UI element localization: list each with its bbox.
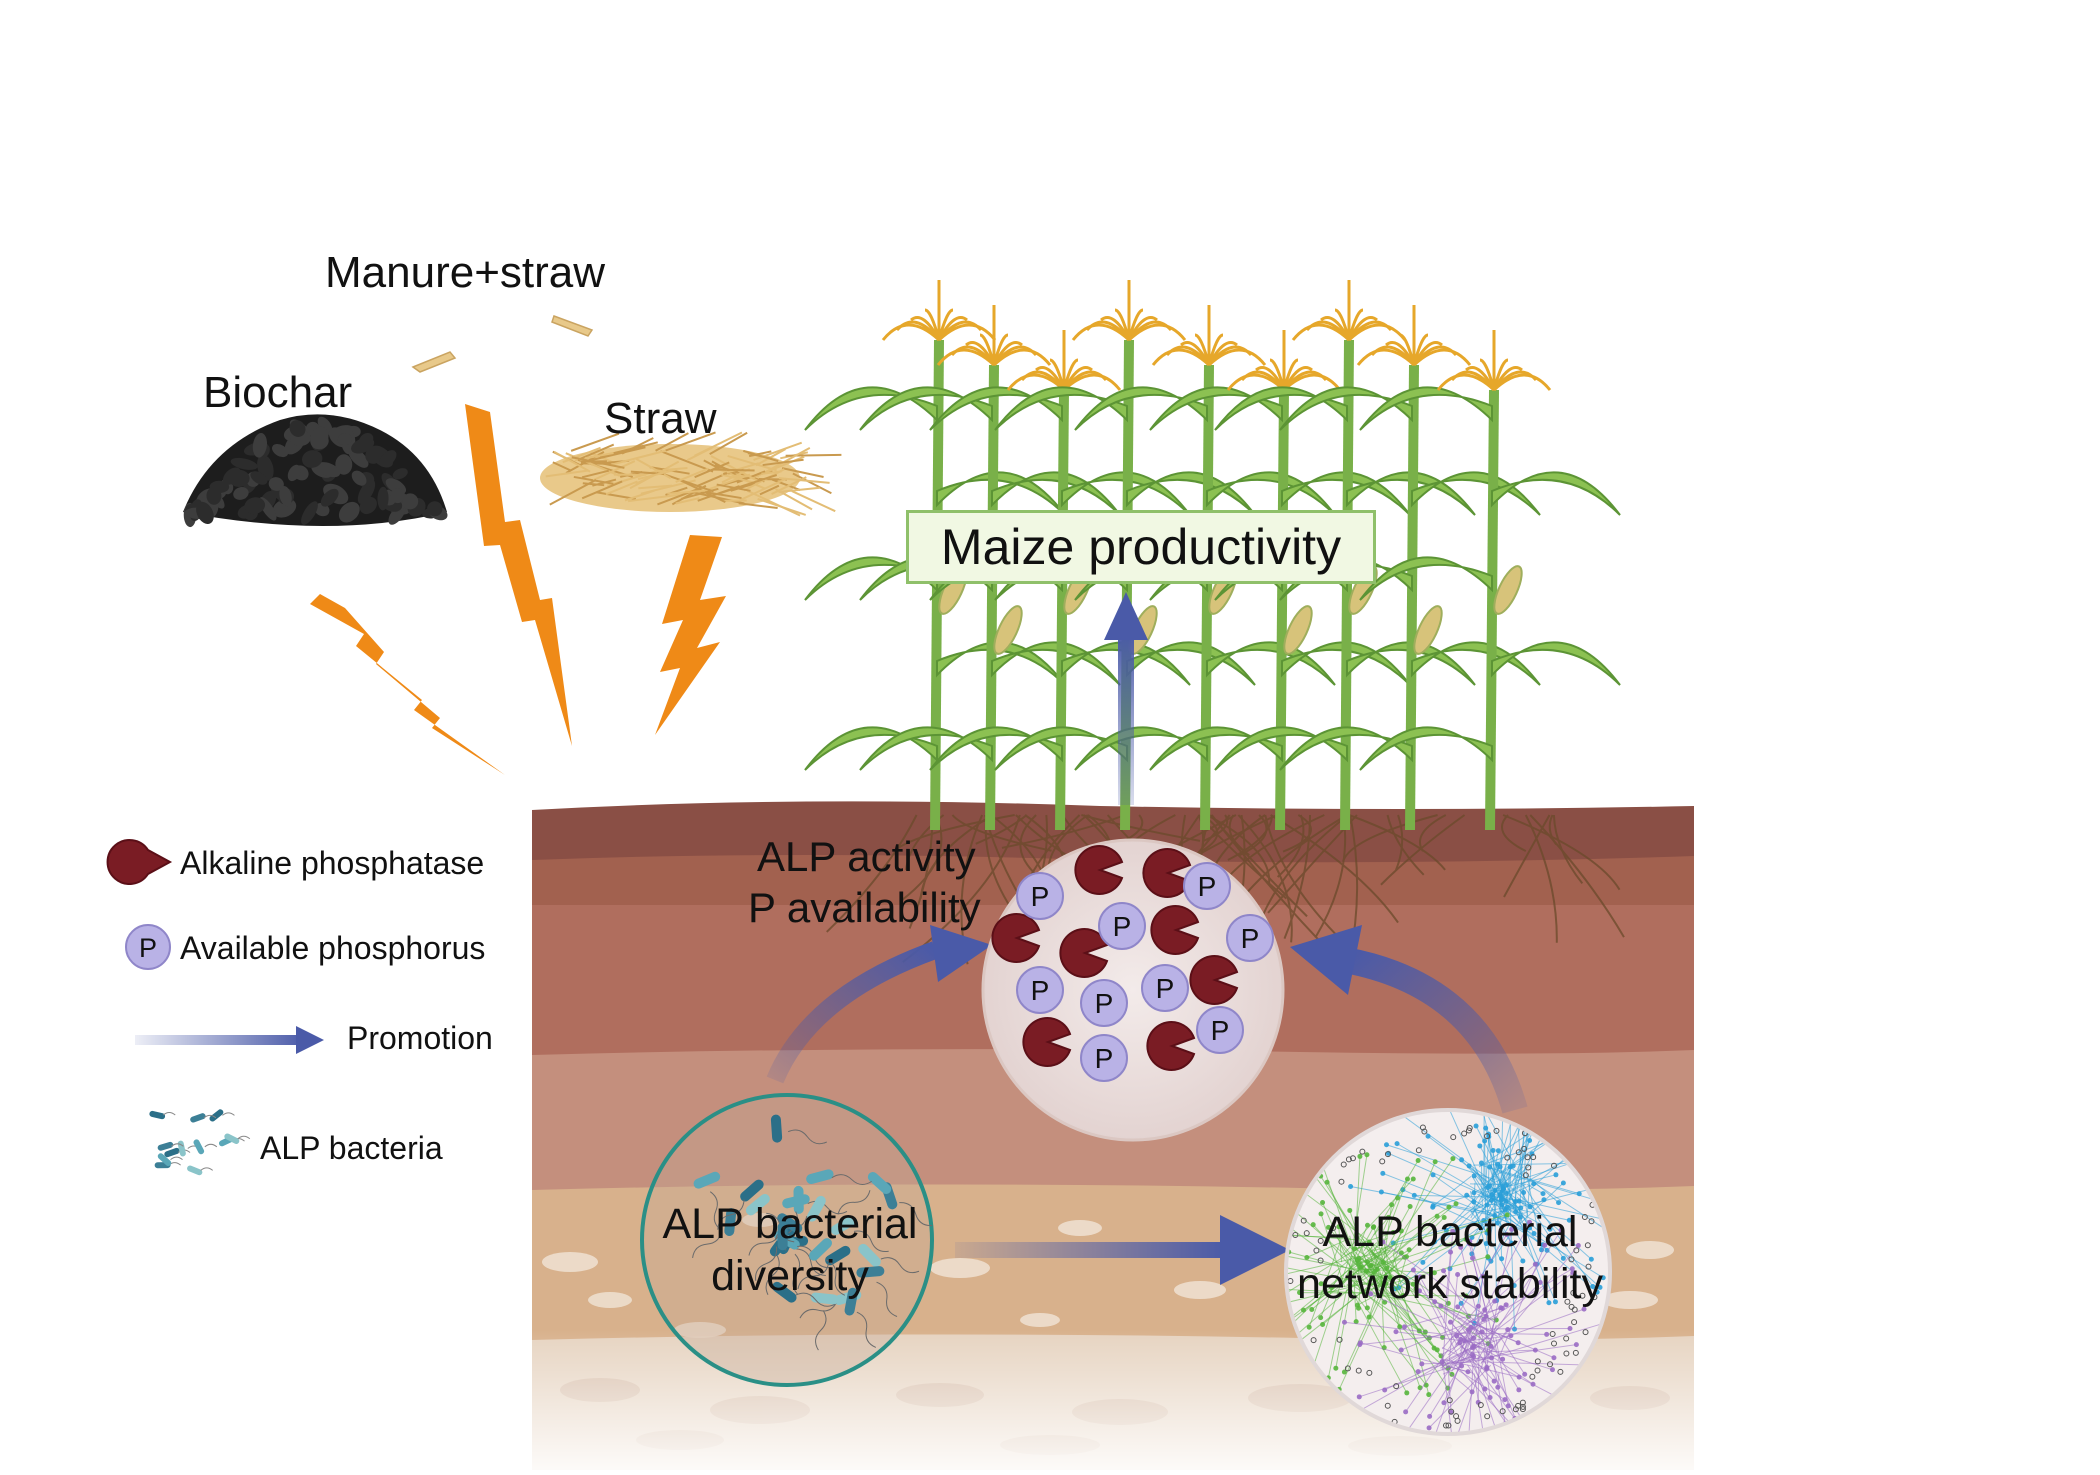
available-phosphorus-icon: P bbox=[1081, 1035, 1127, 1081]
lightning-bolt-middle bbox=[465, 404, 572, 746]
legend-alkaline-phosphatase-label: Alkaline phosphatase bbox=[180, 845, 484, 882]
manure-straw-label: Manure+straw bbox=[325, 248, 605, 298]
svg-text:P: P bbox=[1198, 871, 1217, 902]
svg-text:P: P bbox=[1156, 973, 1175, 1004]
legend: P bbox=[108, 840, 324, 1176]
alp-activity-label: ALP activity bbox=[757, 833, 976, 881]
svg-text:P: P bbox=[1031, 881, 1050, 912]
biochar-label: Biochar bbox=[203, 368, 352, 418]
maize-tassel bbox=[1293, 280, 1405, 340]
svg-text:P: P bbox=[1241, 923, 1260, 954]
maize-tassel bbox=[1073, 280, 1185, 340]
legend-promotion-arrowhead bbox=[296, 1026, 324, 1054]
legend-promotion-label: Promotion bbox=[347, 1020, 493, 1057]
network-label-line1: ALP bacterial bbox=[1280, 1206, 1620, 1258]
legend-promotion-line bbox=[135, 1035, 305, 1045]
legend-available-phosphorus-label: Available phosphorus bbox=[180, 930, 485, 967]
available-phosphorus-icon: P bbox=[1099, 903, 1145, 949]
available-phosphorus-icon: P bbox=[1017, 873, 1063, 919]
legend-p-symbol: P bbox=[139, 933, 157, 963]
available-phosphorus-icon: P bbox=[1017, 967, 1063, 1013]
maize-tassel bbox=[1358, 305, 1470, 365]
straw-pile bbox=[540, 432, 841, 515]
svg-text:P: P bbox=[1113, 911, 1132, 942]
legend-alp-bacteria-icon bbox=[149, 1108, 250, 1176]
maize-tassel bbox=[938, 305, 1050, 365]
arrow-alp-to-maize bbox=[1118, 630, 1134, 805]
maize-productivity-label: Maize productivity bbox=[941, 518, 1341, 576]
svg-text:P: P bbox=[1211, 1015, 1230, 1046]
available-phosphorus-icon: P bbox=[1184, 863, 1230, 909]
maize-productivity-box: Maize productivity bbox=[906, 510, 1376, 584]
maize-tassel bbox=[883, 280, 995, 340]
lightning-bolt-right bbox=[655, 535, 726, 735]
lightning-bolt-left bbox=[310, 594, 505, 775]
diversity-label: ALP bacterial diversity bbox=[640, 1198, 940, 1302]
legend-alkaline-phosphatase-icon bbox=[108, 840, 170, 884]
network-stability-label: ALP bacterial network stability bbox=[1280, 1206, 1620, 1310]
diversity-label-line1: ALP bacterial bbox=[640, 1198, 940, 1250]
network-label-line2: network stability bbox=[1280, 1258, 1620, 1310]
legend-alp-bacteria-label: ALP bacteria bbox=[260, 1130, 443, 1167]
svg-text:P: P bbox=[1095, 1043, 1114, 1074]
available-phosphorus-icon: P bbox=[1197, 1007, 1243, 1053]
maize-tassel bbox=[1008, 330, 1120, 390]
diversity-label-line2: diversity bbox=[640, 1250, 940, 1302]
available-phosphorus-icon: P bbox=[1081, 980, 1127, 1026]
maize-tassel bbox=[1438, 330, 1550, 390]
maize-tassel bbox=[1228, 330, 1340, 390]
svg-text:P: P bbox=[1095, 988, 1114, 1019]
straw-pieces bbox=[413, 316, 592, 372]
arrow-diversity-to-network bbox=[955, 1242, 1225, 1258]
p-availability-label: P availability bbox=[748, 884, 981, 932]
available-phosphorus-icon: P bbox=[1142, 965, 1188, 1011]
svg-text:P: P bbox=[1031, 975, 1050, 1006]
maize-tassel bbox=[1153, 305, 1265, 365]
biochar-pile bbox=[183, 414, 450, 528]
available-phosphorus-icon: P bbox=[1227, 915, 1273, 961]
straw-label: Straw bbox=[604, 394, 716, 444]
